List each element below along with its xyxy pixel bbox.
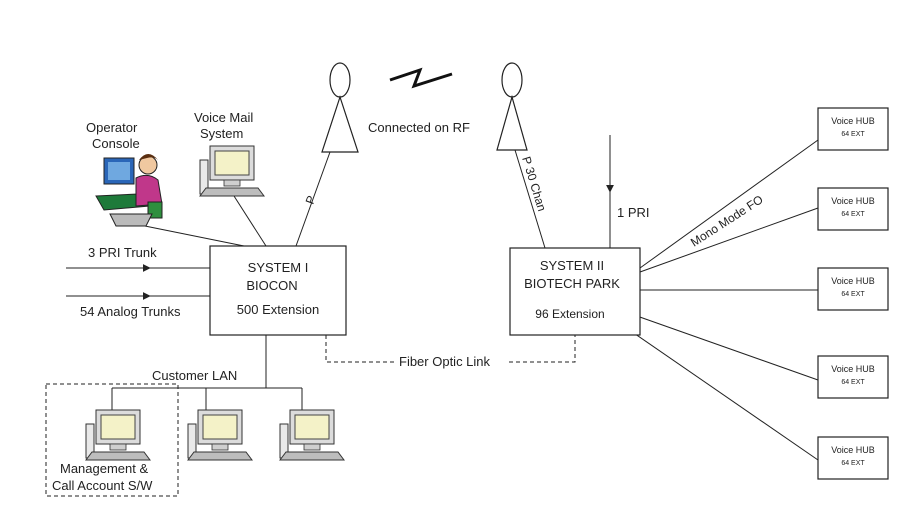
hub-name: Voice HUB bbox=[831, 364, 875, 374]
voicemail-label-2: System bbox=[200, 126, 243, 141]
customer-lan-label: Customer LAN bbox=[152, 368, 237, 383]
system1-box bbox=[209, 245, 347, 336]
lan-computer-1-icon bbox=[85, 409, 151, 461]
voicemail-label-1: Voice Mail bbox=[194, 110, 253, 125]
antenna-right-link-label: P 30 Chan bbox=[519, 155, 549, 213]
management-group bbox=[45, 383, 179, 497]
system2-title: SYSTEM II bbox=[540, 258, 604, 273]
voicemail-link bbox=[233, 195, 267, 247]
fiber-link-label: Fiber Optic Link bbox=[399, 354, 491, 369]
hub-ext: 64 EXT bbox=[841, 131, 865, 138]
hub-name: Voice HUB bbox=[831, 445, 875, 455]
hub-box bbox=[817, 436, 889, 480]
operator-label-1: Operator bbox=[86, 120, 138, 135]
analog-trunk-label: 54 Analog Trunks bbox=[80, 304, 181, 319]
hub-box bbox=[817, 267, 889, 311]
system2-ext: 96 Extension bbox=[535, 307, 604, 321]
management-label-2: Call Account S/W bbox=[52, 478, 153, 493]
system2-subtitle: BIOTECH PARK bbox=[524, 276, 620, 291]
antenna-right-icon bbox=[496, 62, 528, 151]
system2-box bbox=[509, 247, 641, 336]
links bbox=[66, 135, 819, 461]
pri-trunk-label: 3 PRI Trunk bbox=[88, 245, 157, 260]
hub-ext: 64 EXT bbox=[841, 379, 865, 386]
rf-lightning-icon bbox=[389, 67, 453, 89]
pri-in-label: 1 PRI bbox=[617, 205, 650, 220]
hub-box bbox=[817, 355, 889, 399]
antenna-left-link bbox=[295, 151, 331, 247]
hub-box bbox=[817, 187, 889, 231]
hub-name: Voice HUB bbox=[831, 196, 875, 206]
antenna-left-icon bbox=[321, 62, 359, 153]
fiber-optic-link bbox=[325, 335, 576, 363]
antenna-left-link-label: P bbox=[303, 194, 319, 206]
operator-person-icon bbox=[95, 154, 163, 227]
voicemail-computer-icon bbox=[199, 145, 265, 197]
hub-link-1 bbox=[639, 139, 819, 269]
management-label-1: Management & bbox=[60, 461, 148, 476]
hub-ext: 64 EXT bbox=[841, 291, 865, 298]
hub-name: Voice HUB bbox=[831, 116, 875, 126]
antenna-right-link bbox=[514, 149, 546, 249]
system1-title: SYSTEM I bbox=[248, 260, 309, 275]
hub-box bbox=[817, 107, 889, 151]
system1-subtitle: BIOCON bbox=[246, 278, 297, 293]
lan-computer-3-icon bbox=[279, 409, 345, 461]
rf-label: Connected on RF bbox=[368, 120, 470, 135]
hub-name: Voice HUB bbox=[831, 276, 875, 286]
operator-label-2: Console bbox=[92, 136, 140, 151]
hub-list bbox=[817, 107, 889, 480]
hub-ext: 64 EXT bbox=[841, 460, 865, 467]
lan-computer-2-icon bbox=[187, 409, 253, 461]
hub-ext: 64 EXT bbox=[841, 211, 865, 218]
system1-ext: 500 Extension bbox=[237, 302, 319, 317]
operator-link bbox=[139, 224, 245, 247]
